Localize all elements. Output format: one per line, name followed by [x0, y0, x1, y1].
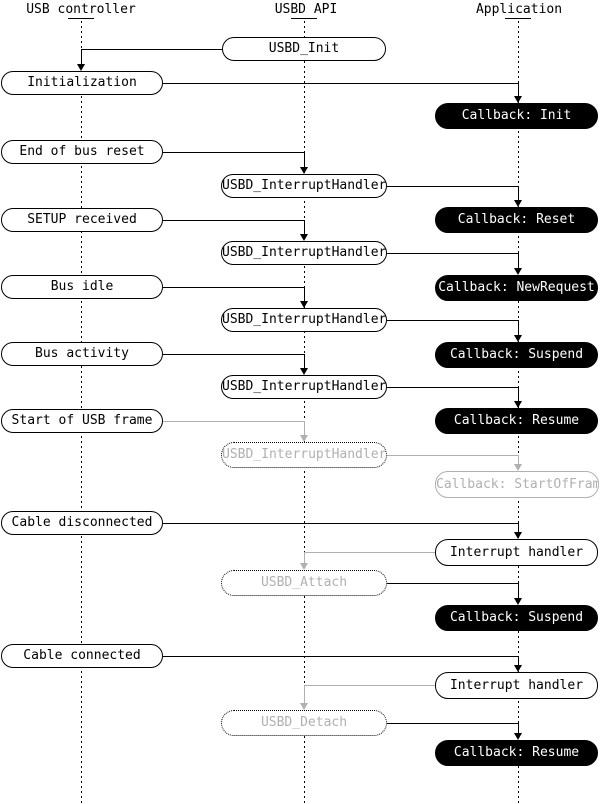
connector-line — [304, 552, 305, 563]
connector-line — [163, 83, 518, 84]
node-callback-reset: Callback: Reset — [435, 207, 598, 233]
arrow-down-icon — [514, 96, 522, 103]
arrow-down-icon — [77, 64, 85, 71]
lane-tick — [505, 18, 531, 19]
node-callback-init: Callback: Init — [435, 103, 598, 129]
connector-line — [304, 552, 435, 553]
connector-line — [518, 387, 519, 401]
node-callback-suspend-1: Callback: Suspend — [435, 342, 598, 368]
connector-line — [163, 656, 518, 657]
connector-line — [518, 523, 519, 532]
connector-line — [304, 354, 305, 368]
connector-line — [81, 49, 82, 64]
lane-header-application: Application — [475, 2, 563, 17]
arrow-down-icon — [300, 301, 308, 308]
arrow-down-icon — [514, 200, 522, 207]
connector-line — [304, 421, 305, 435]
connector-line — [518, 320, 519, 335]
arrow-down-icon — [300, 368, 308, 375]
arrow-down-icon — [514, 665, 522, 672]
connector-line — [304, 287, 305, 301]
connector-line — [304, 152, 305, 167]
arrow-down-icon — [300, 563, 308, 570]
node-start-of-usb-frame: Start of USB frame — [1, 409, 163, 433]
connector-line — [518, 83, 519, 96]
arrow-down-icon — [514, 598, 522, 605]
node-cable-connected: Cable connected — [1, 644, 163, 668]
arrow-down-icon — [514, 268, 522, 275]
connector-line — [387, 186, 518, 187]
lifeline-usbd-api — [304, 21, 305, 804]
connector-line — [163, 287, 304, 288]
node-usbd-interrupthandler-4: USBD_InterruptHandler — [221, 375, 387, 399]
node-usbd-interrupthandler-1: USBD_InterruptHandler — [221, 174, 387, 198]
connector-line — [518, 583, 519, 598]
connector-line — [163, 220, 304, 221]
node-interrupt-handler-2: Interrupt handler — [435, 672, 598, 699]
node-interrupt-handler-1: Interrupt handler — [435, 539, 598, 566]
arrow-down-icon — [300, 435, 308, 442]
arrow-down-icon — [514, 401, 522, 408]
node-bus-activity: Bus activity — [1, 342, 163, 366]
lane-tick — [68, 18, 94, 19]
node-callback-startofframe: Callback: StartOfFrame — [435, 471, 599, 498]
connector-line — [304, 685, 435, 686]
node-callback-suspend-2: Callback: Suspend — [435, 605, 598, 631]
arrow-down-icon — [300, 167, 308, 174]
node-callback-resume-1: Callback: Resume — [435, 408, 598, 434]
connector-line — [304, 220, 305, 234]
node-callback-resume-2: Callback: Resume — [435, 740, 598, 766]
connector-line — [518, 455, 519, 465]
node-cable-disconnected: Cable disconnected — [1, 511, 163, 535]
lane-header-usb-controller: USB controller — [26, 2, 136, 17]
connector-line — [163, 523, 518, 524]
connector-line — [518, 723, 519, 733]
connector-line — [387, 583, 518, 584]
connector-line — [387, 723, 518, 724]
connector-line — [304, 685, 305, 703]
node-end-of-bus-reset: End of bus reset — [1, 140, 163, 164]
connector-line — [81, 49, 222, 50]
arrow-down-icon — [514, 532, 522, 539]
node-usbd-detach: USBD_Detach — [221, 710, 387, 736]
node-callback-newrequest: Callback: NewRequest — [435, 275, 598, 301]
node-usbd-attach: USBD_Attach — [221, 570, 387, 596]
node-usbd-interrupthandler-2: USBD_InterruptHandler — [221, 241, 387, 265]
connector-line — [163, 152, 304, 153]
connector-line — [163, 421, 304, 422]
connector-line — [387, 253, 518, 254]
arrow-down-icon — [300, 234, 308, 241]
connector-line — [387, 455, 518, 456]
connector-line — [518, 253, 519, 268]
node-usbd-init: USBD_Init — [222, 37, 386, 61]
lane-tick — [291, 18, 317, 19]
node-initialization: Initialization — [1, 71, 163, 95]
arrow-down-icon — [514, 335, 522, 342]
connector-line — [163, 354, 304, 355]
node-bus-idle: Bus idle — [1, 275, 163, 299]
arrow-down-icon — [514, 733, 522, 740]
arrow-down-icon — [300, 703, 308, 710]
node-setup-received: SETUP received — [1, 208, 163, 232]
node-usbd-interrupthandler-3: USBD_InterruptHandler — [221, 308, 387, 332]
connector-line — [518, 186, 519, 201]
node-usbd-interrupthandler-ghost: USBD_InterruptHandler — [221, 442, 387, 468]
connector-line — [387, 320, 518, 321]
arrow-down-icon — [514, 464, 522, 471]
connector-line — [387, 387, 518, 388]
lane-header-usbd-api: USBD API — [274, 2, 338, 17]
connector-line — [518, 656, 519, 665]
